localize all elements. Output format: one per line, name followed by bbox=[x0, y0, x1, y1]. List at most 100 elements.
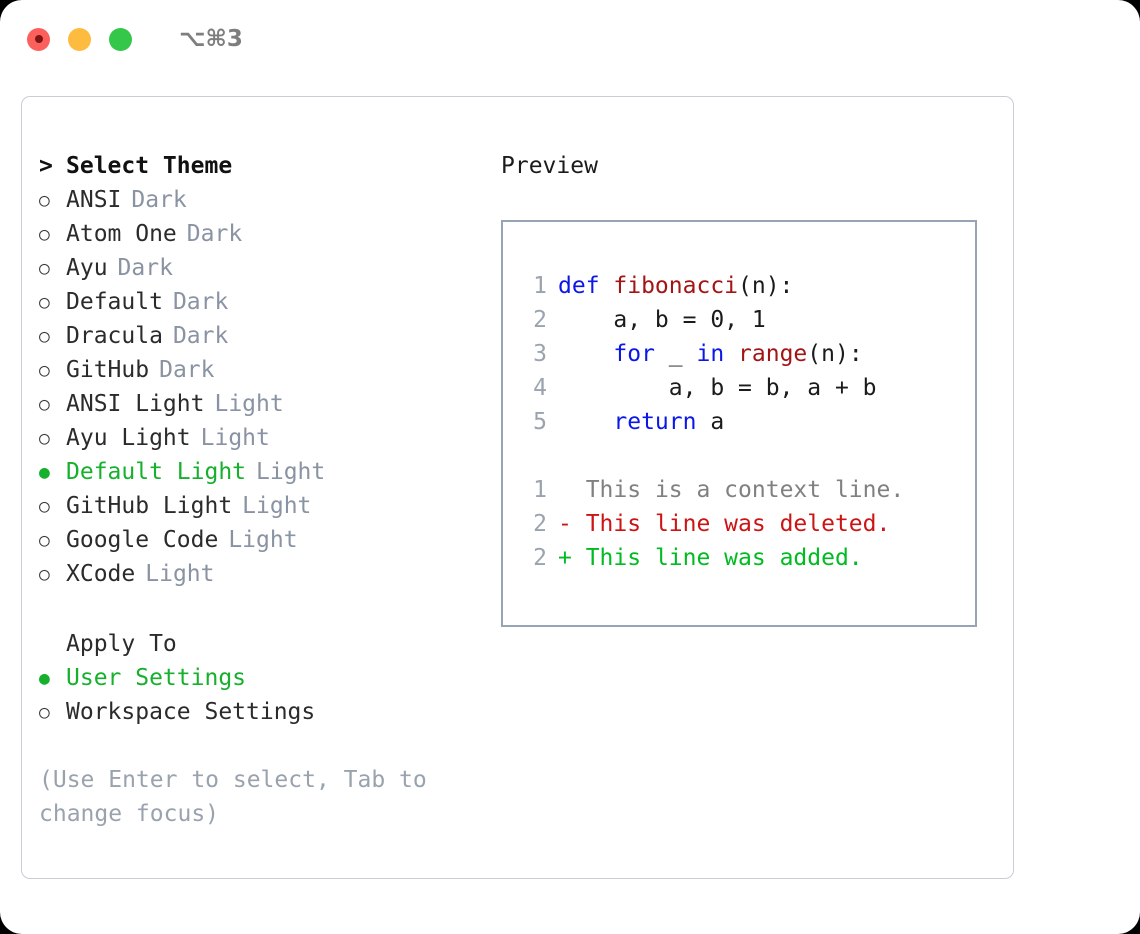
apply-to-option-label: Workspace Settings bbox=[66, 699, 316, 725]
theme-option-label: GitHub bbox=[66, 357, 150, 383]
apply-to-marker-spacer bbox=[39, 631, 66, 657]
code-token: a, b = b, a + b bbox=[558, 375, 877, 401]
theme-option-label: ANSI Light bbox=[66, 391, 205, 417]
diff-text: This line was added. bbox=[585, 545, 863, 571]
theme-option-atom-one[interactable]: ○ Atom One Dark bbox=[39, 217, 499, 251]
apply-to-option-user-settings[interactable]: ● User Settings bbox=[39, 661, 499, 695]
radio-unselected-icon: ○ bbox=[39, 223, 50, 245]
diff-line-ctx: 1 This is a context line. bbox=[521, 473, 975, 507]
apply-to-option-workspace-settings[interactable]: ○ Workspace Settings bbox=[39, 695, 499, 729]
section-gap bbox=[39, 591, 499, 627]
apply-to-title: Apply To bbox=[66, 631, 177, 657]
diff-line-add: 2 + This line was added. bbox=[521, 541, 975, 575]
code-token: a, b = 0, 1 bbox=[558, 307, 766, 333]
code-token: range bbox=[738, 341, 808, 367]
radio-unselected-icon: ○ bbox=[39, 257, 50, 279]
diff-sign: + bbox=[558, 545, 586, 571]
code-token bbox=[558, 341, 613, 367]
line-number: 4 bbox=[533, 375, 547, 401]
radio-selected-icon: ● bbox=[39, 461, 50, 483]
line-number: 3 bbox=[533, 341, 547, 367]
keyboard-shortcut-label: ⌥⌘3 bbox=[179, 26, 243, 52]
apply-to-header: Apply To bbox=[39, 627, 499, 661]
line-number: 1 bbox=[533, 477, 547, 503]
theme-option-label: ANSI bbox=[66, 187, 122, 213]
code-line: 1 def fibonacci(n): bbox=[521, 269, 975, 303]
code-token: _ bbox=[654, 341, 697, 367]
theme-variant-tag: Dark bbox=[159, 357, 215, 383]
theme-variant-tag: Dark bbox=[117, 255, 173, 281]
line-number: 2 bbox=[533, 511, 547, 537]
theme-option-github[interactable]: ○ GitHub Dark bbox=[39, 353, 499, 387]
apply-to-option-label: User Settings bbox=[66, 665, 247, 691]
window-controls bbox=[27, 27, 132, 51]
title-bar: ⌥⌘3 bbox=[0, 0, 1140, 78]
line-number: 1 bbox=[533, 273, 547, 299]
code-diff-gap bbox=[521, 439, 975, 473]
radio-unselected-icon: ○ bbox=[39, 701, 50, 723]
select-theme-title: Select Theme bbox=[66, 153, 233, 179]
theme-option-label: Ayu Light bbox=[66, 425, 191, 451]
theme-variant-tag: Dark bbox=[186, 221, 243, 247]
theme-variant-tag: Dark bbox=[172, 323, 229, 349]
code-token: (n): bbox=[807, 341, 863, 367]
theme-variant-tag: Dark bbox=[131, 187, 187, 213]
code-line: 4 a, b = b, a + b bbox=[521, 371, 975, 405]
radio-unselected-icon: ○ bbox=[39, 563, 50, 585]
prompt-caret-icon: > bbox=[39, 153, 53, 179]
code-line: 2 a, b = 0, 1 bbox=[521, 303, 975, 337]
theme-option-label: Default Light bbox=[66, 459, 247, 485]
code-line: 5 return a bbox=[521, 405, 975, 439]
radio-unselected-icon: ○ bbox=[39, 495, 50, 517]
theme-option-ansi-light[interactable]: ○ ANSI Light Light bbox=[39, 387, 499, 421]
radio-unselected-icon: ○ bbox=[39, 359, 50, 381]
select-theme-header: > Select Theme bbox=[39, 149, 499, 183]
line-number: 2 bbox=[533, 307, 547, 333]
radio-unselected-icon: ○ bbox=[39, 393, 50, 415]
diff-text: This is a context line. bbox=[585, 477, 905, 503]
diff-sign bbox=[558, 477, 586, 503]
code-token: fibonacci bbox=[613, 273, 739, 299]
radio-unselected-icon: ○ bbox=[39, 291, 50, 313]
preview-title: Preview bbox=[501, 153, 598, 179]
diff-line-del: 2- This line was deleted. bbox=[521, 507, 975, 541]
apply-to-option-list: ● User Settings ○ Workspace Settings bbox=[39, 661, 499, 729]
theme-option-label: XCode bbox=[66, 561, 136, 587]
code-token: (n): bbox=[738, 273, 794, 299]
keyboard-hint-text: (Use Enter to select, Tab to change focu… bbox=[39, 767, 427, 827]
theme-variant-tag: Light bbox=[228, 527, 298, 553]
diff-sample: 1 This is a context line.2- This line wa… bbox=[521, 473, 975, 575]
theme-option-label: Atom One bbox=[66, 221, 177, 247]
theme-variant-tag: Light bbox=[214, 391, 284, 417]
radio-unselected-icon: ○ bbox=[39, 325, 50, 347]
radio-selected-icon: ● bbox=[39, 667, 50, 689]
code-token: a bbox=[696, 409, 725, 435]
theme-option-ayu[interactable]: ○ Ayu Dark bbox=[39, 251, 499, 285]
theme-option-label: Ayu bbox=[66, 255, 108, 281]
diff-sign: - bbox=[558, 511, 586, 537]
maximize-button-icon[interactable] bbox=[109, 27, 132, 51]
theme-option-label: GitHub Light bbox=[66, 493, 233, 519]
minimize-button-icon[interactable] bbox=[68, 27, 91, 51]
code-token: for bbox=[613, 341, 655, 367]
radio-unselected-icon: ○ bbox=[39, 529, 50, 551]
line-number: 5 bbox=[533, 409, 547, 435]
code-token: def bbox=[558, 273, 614, 299]
close-button-icon[interactable] bbox=[27, 27, 50, 51]
radio-unselected-icon: ○ bbox=[39, 427, 50, 449]
line-number: 2 bbox=[533, 545, 547, 571]
